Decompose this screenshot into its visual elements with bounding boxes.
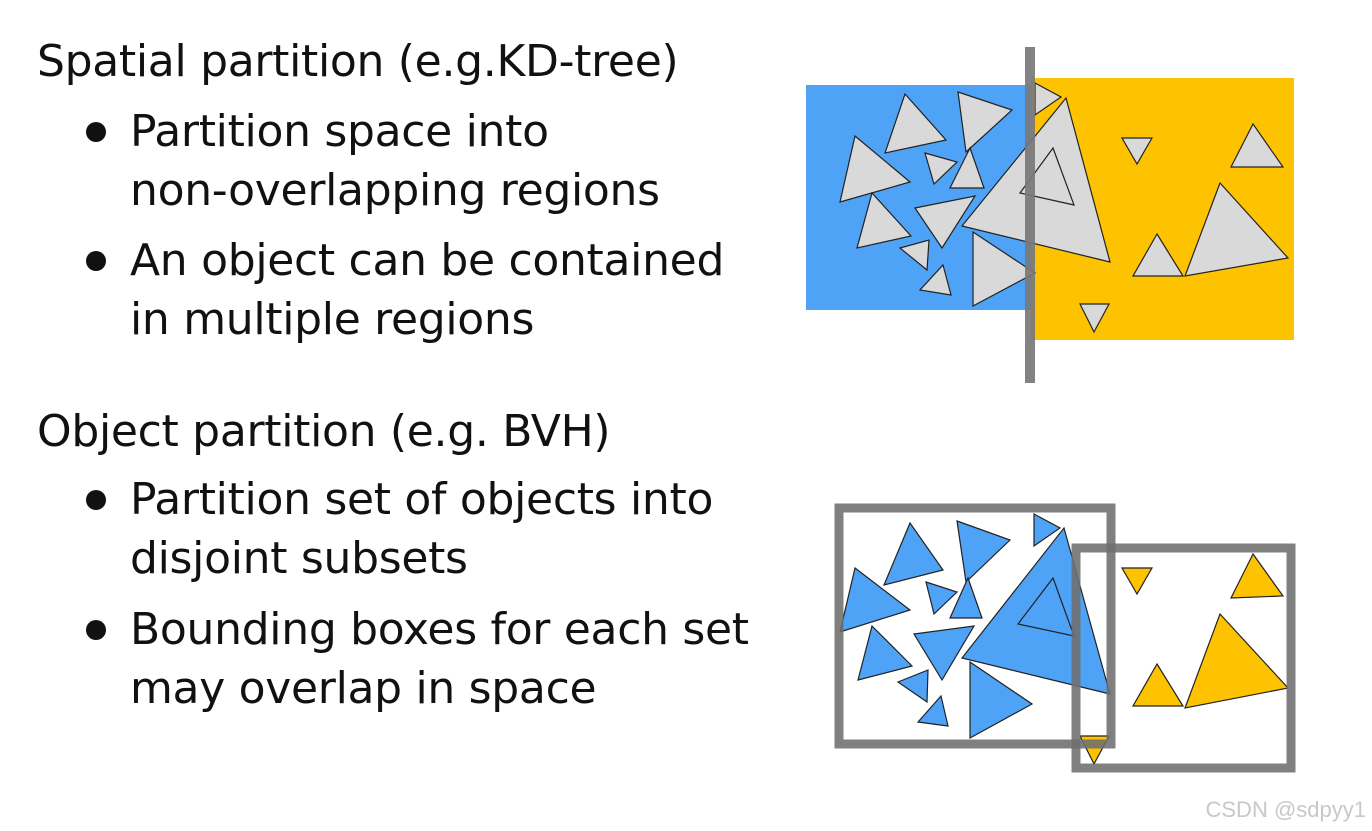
- spatial-bullet-2-text: An object can be contained in multiple r…: [130, 235, 725, 345]
- kd-triangle: [839, 134, 912, 203]
- spatial-bullet-1: Partition space into non-overlapping reg…: [82, 102, 660, 220]
- kd-triangle: [898, 239, 930, 272]
- kd-triangle: [918, 263, 952, 296]
- bullet-dot-icon: [86, 122, 106, 142]
- bvh-right-bounding-box: [1071, 543, 1296, 773]
- watermark: CSDN @sdpyy1: [1205, 797, 1367, 822]
- kd-triangle: [856, 191, 913, 249]
- kd-triangle: [913, 195, 977, 250]
- bvh-triangle: [1131, 662, 1185, 707]
- bvh-triangle: [949, 576, 983, 619]
- bvh-triangle: [882, 521, 944, 586]
- bvh-triangle: [1120, 567, 1154, 596]
- bvh-inner-triangle: [1016, 576, 1075, 637]
- bvh-left-bounding-box: [834, 503, 1116, 749]
- bvh-triangle: [1230, 552, 1285, 599]
- bvh-yellow-triangles: [1079, 552, 1290, 766]
- kd-triangle: [1131, 232, 1185, 277]
- bvh-triangle: [925, 581, 959, 616]
- bvh-triangle: [857, 624, 914, 681]
- kd-triangle: [957, 91, 1014, 154]
- object-bullet-2: Bounding boxes for each set may overlap …: [82, 600, 749, 718]
- bvh-triangle: [956, 520, 1012, 584]
- bullet-dot-icon: [86, 490, 106, 510]
- spatial-bullet-1-text: Partition space into non-overlapping reg…: [130, 106, 660, 216]
- kd-triangles: [839, 81, 1290, 334]
- object-bullet-1: Partition set of objects into disjoint s…: [82, 470, 713, 588]
- bvh-triangle: [1033, 512, 1062, 548]
- bvh-triangle: [1184, 612, 1290, 709]
- kd-triangle: [884, 92, 948, 154]
- kd-triangle: [1120, 137, 1154, 166]
- bvh-triangle: [969, 660, 1034, 740]
- spatial-bullet-2: An object can be contained in multiple r…: [82, 231, 724, 349]
- spatial-partition-heading: Spatial partition (e.g.KD-tree): [37, 36, 679, 87]
- bvh-triangle: [913, 625, 976, 682]
- object-bullet-2-text: Bounding boxes for each set may overlap …: [130, 604, 749, 714]
- kd-triangle: [1079, 303, 1111, 334]
- bvh-triangle: [896, 669, 929, 704]
- bvh-triangle: [916, 694, 949, 727]
- object-bullet-1-text: Partition set of objects into disjoint s…: [130, 474, 714, 584]
- bvh-triangle: [839, 566, 912, 633]
- kd-split-line: [1025, 47, 1035, 383]
- bvh-blue-triangles: [839, 512, 1111, 740]
- kd-triangle: [949, 146, 985, 189]
- kd-triangle: [972, 230, 1037, 307]
- kd-triangle: [924, 152, 959, 186]
- kd-triangle: [1184, 181, 1290, 277]
- bullet-dot-icon: [86, 620, 106, 640]
- kd-triangle: [1230, 122, 1285, 168]
- bullet-dot-icon: [86, 251, 106, 271]
- object-partition-heading: Object partition (e.g. BVH): [37, 406, 611, 457]
